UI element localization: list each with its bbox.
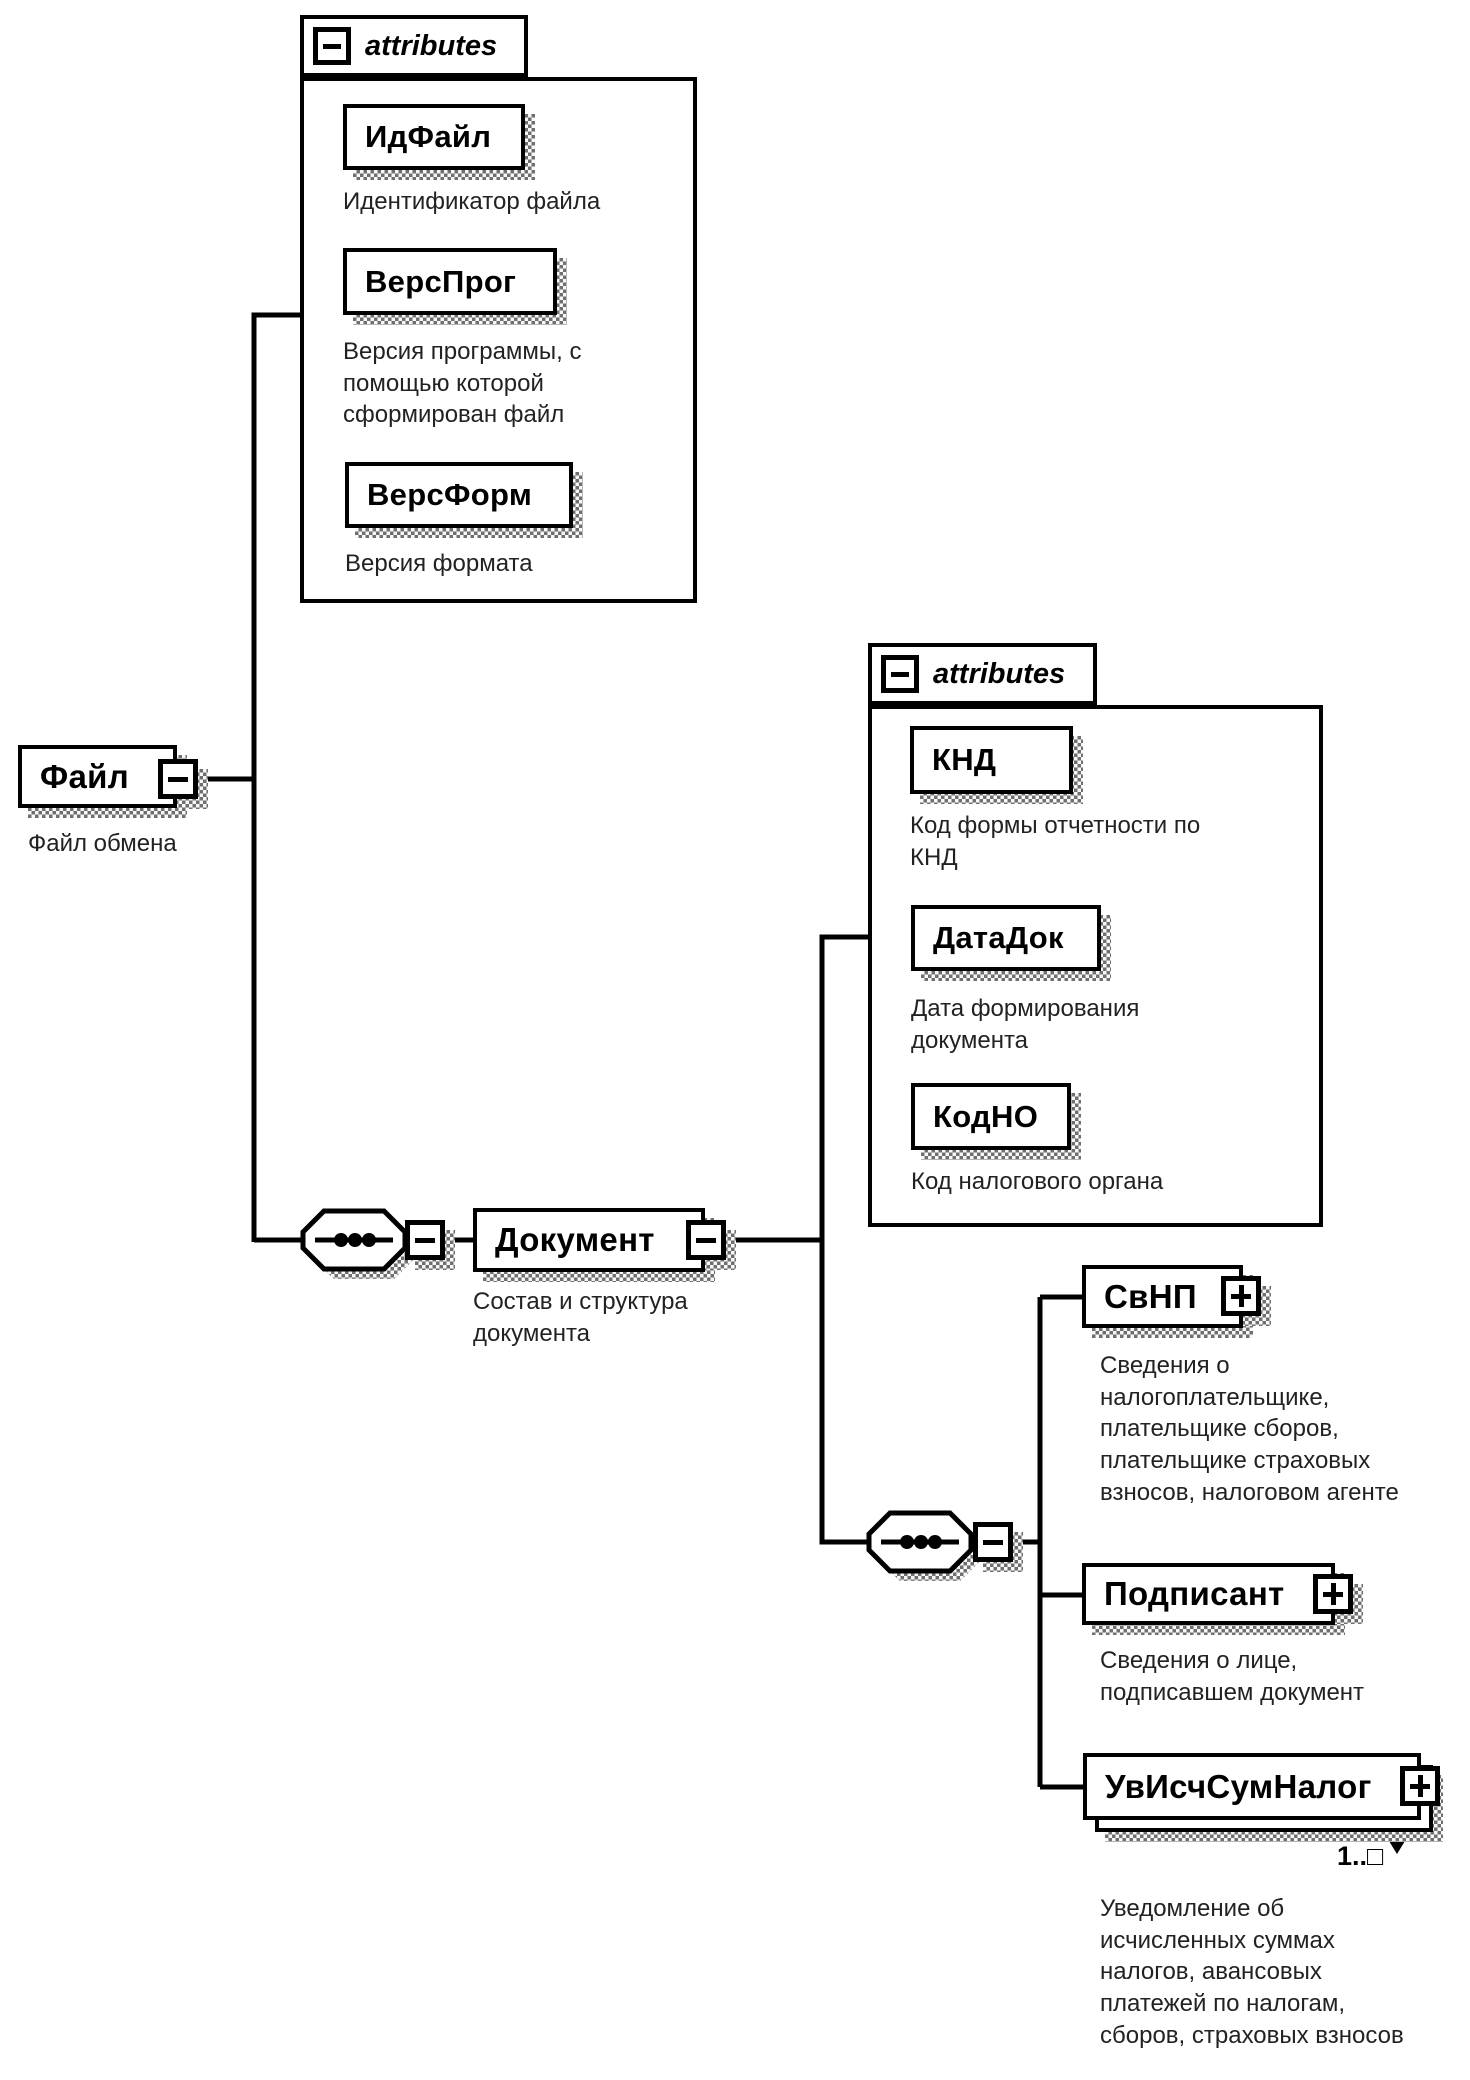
attributes-label: attributes <box>933 657 1066 690</box>
attribute-caption: Версия формата <box>345 550 533 577</box>
element-caption: Сведения о лице, подписавшем документ <box>1100 1647 1365 1706</box>
attribute-caption: Дата формирования документа <box>911 995 1140 1054</box>
element-svnp[interactable]: СвНП <box>1082 1265 1243 1328</box>
attribute-caption: Версия программы, с помощью которой сфор… <box>343 338 582 429</box>
expand-button[interactable] <box>1400 1766 1440 1806</box>
attribute-kodno[interactable]: КодНО <box>911 1083 1071 1150</box>
attribute-caption: Код формы отчетности по КНД <box>910 812 1201 871</box>
element-document[interactable]: Документ <box>473 1208 705 1272</box>
minus-icon[interactable] <box>313 27 351 65</box>
collapse-button[interactable] <box>973 1522 1013 1562</box>
attribute-caption: Код налогового органа <box>911 1168 1164 1195</box>
element-caption: Файл обмена <box>28 830 177 857</box>
attributes-label: attributes <box>365 29 498 62</box>
attribute-knd[interactable]: КНД <box>910 726 1073 794</box>
element-podpisant[interactable]: Подписант <box>1082 1563 1335 1625</box>
attribute-idfile[interactable]: ИдФайл <box>343 104 525 170</box>
attributes-header-file: attributes <box>300 15 528 77</box>
sequence-icon <box>866 1510 974 1574</box>
sequence-icon <box>300 1208 408 1272</box>
collapse-button[interactable] <box>405 1220 445 1260</box>
element-caption: Состав и структура документа <box>473 1288 688 1347</box>
attribute-versform[interactable]: ВерсФорм <box>345 462 573 528</box>
minus-icon[interactable] <box>881 655 919 693</box>
element-file[interactable]: Файл <box>18 745 177 808</box>
collapse-button[interactable] <box>686 1220 726 1260</box>
expand-button[interactable] <box>1313 1574 1353 1614</box>
collapse-button[interactable] <box>158 759 198 799</box>
element-caption: Сведения о налогоплательщике, плательщик… <box>1100 1352 1399 1506</box>
attribute-datadok[interactable]: ДатаДок <box>911 905 1101 971</box>
attribute-versprog[interactable]: ВерсПрог <box>343 248 557 315</box>
attributes-header-document: attributes <box>868 643 1097 705</box>
element-uvischsumnalog[interactable]: УвИсчСумНалог <box>1083 1753 1421 1820</box>
element-caption: Уведомление об исчисленных суммах налого… <box>1100 1895 1404 2049</box>
occurrence-label: 1..□ <box>1337 1841 1384 1871</box>
attribute-caption: Идентификатор файла <box>343 188 601 215</box>
expand-button[interactable] <box>1221 1276 1261 1316</box>
